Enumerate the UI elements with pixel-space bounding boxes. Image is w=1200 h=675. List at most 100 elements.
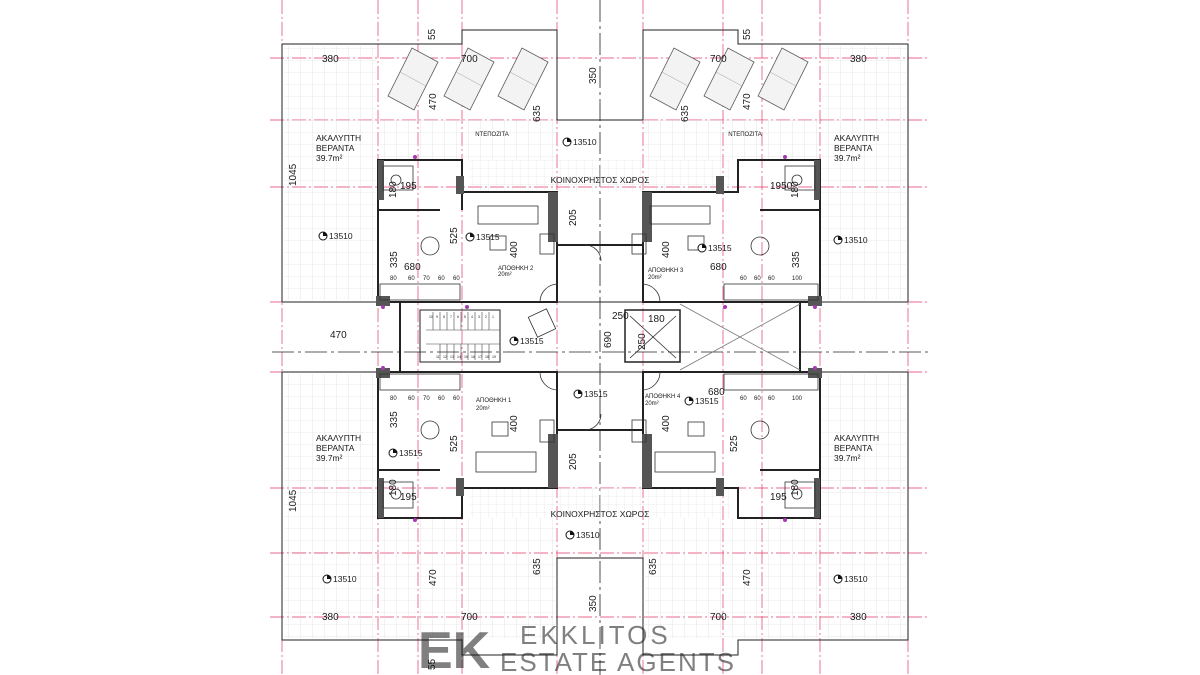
level-marker: 13515 bbox=[573, 389, 608, 399]
svg-text:EK: EK bbox=[418, 622, 491, 675]
svg-text:350: 350 bbox=[588, 595, 599, 612]
svg-text:195: 195 bbox=[400, 181, 417, 192]
svg-text:13510: 13510 bbox=[329, 231, 353, 241]
stair-number: 19 bbox=[492, 355, 496, 359]
stair-number: 4 bbox=[471, 315, 473, 319]
svg-text:680: 680 bbox=[404, 262, 421, 273]
svg-text:180: 180 bbox=[388, 181, 399, 198]
level-marker: 13510 bbox=[833, 235, 868, 245]
svg-text:700: 700 bbox=[710, 54, 727, 65]
veranda-tr-area: 39.7m² bbox=[834, 153, 861, 163]
svg-text:400: 400 bbox=[509, 241, 520, 258]
stair-number: 18 bbox=[485, 355, 489, 359]
level-marker: 13510 bbox=[322, 574, 357, 584]
wall-columns bbox=[376, 160, 822, 518]
svg-text:100: 100 bbox=[792, 396, 803, 402]
svg-text:1045: 1045 bbox=[288, 163, 299, 186]
veranda-tiles bbox=[284, 46, 906, 638]
stair-number: 6 bbox=[457, 315, 459, 319]
level-marker: 13515 bbox=[697, 243, 732, 253]
svg-text:400: 400 bbox=[661, 241, 672, 258]
svg-text:195: 195 bbox=[770, 492, 787, 503]
veranda-tl-line2: ΒΕΡΑΝΤΑ bbox=[316, 143, 355, 153]
svg-text:470: 470 bbox=[428, 569, 439, 586]
storage-2-area: 20m² bbox=[498, 272, 512, 278]
stair-number: 1 bbox=[492, 315, 494, 319]
svg-text:205: 205 bbox=[568, 453, 579, 470]
svg-text:60: 60 bbox=[408, 276, 415, 282]
level-marker: 13510 bbox=[565, 530, 600, 540]
common-area-label-top: ΚΟΙΝΟΧΡΗΣΤΟΣ ΧΩΡΟΣ bbox=[551, 175, 650, 185]
svg-text:13515: 13515 bbox=[476, 232, 500, 242]
dimension-labels: 380 380 700 700 380 380 700 700 470 250 … bbox=[322, 54, 867, 623]
svg-text:13510: 13510 bbox=[576, 530, 600, 540]
svg-text:180: 180 bbox=[790, 181, 801, 198]
svg-text:13515: 13515 bbox=[708, 243, 732, 253]
stair-number: 5 bbox=[464, 315, 466, 319]
vertical-dimension-labels: 55 55 55 350 350 470 470 470 470 635 635… bbox=[288, 28, 802, 670]
svg-text:60: 60 bbox=[768, 276, 775, 282]
svg-text:13510: 13510 bbox=[333, 574, 357, 584]
svg-text:205: 205 bbox=[568, 209, 579, 226]
storage-1-name: ΑΠΟΘΗΚΗ 1 bbox=[476, 398, 512, 404]
level-marker: 13510 bbox=[318, 231, 353, 241]
svg-text:13515: 13515 bbox=[695, 396, 719, 406]
svg-text:525: 525 bbox=[729, 435, 740, 452]
marker-dots bbox=[381, 155, 817, 522]
level-marker: 13515 bbox=[388, 448, 423, 458]
svg-text:250: 250 bbox=[612, 311, 629, 322]
svg-text:380: 380 bbox=[850, 54, 867, 65]
svg-text:470: 470 bbox=[330, 330, 347, 341]
level-marker: 13515 bbox=[465, 232, 500, 242]
svg-text:680: 680 bbox=[710, 262, 727, 273]
svg-text:700: 700 bbox=[710, 612, 727, 623]
svg-text:635: 635 bbox=[532, 558, 543, 575]
svg-text:55: 55 bbox=[427, 658, 438, 670]
level-marker: 13515 bbox=[684, 396, 719, 406]
veranda-tl-line1: ΑΚΑΛΥΠΤΗ bbox=[316, 133, 361, 143]
svg-text:180: 180 bbox=[790, 479, 801, 496]
apartment-walls bbox=[377, 159, 821, 519]
svg-text:EKKLITOS: EKKLITOS bbox=[520, 620, 671, 650]
ntepozita-label-left: ΝΤΕΠΟΖΙΤΑ bbox=[475, 132, 509, 138]
svg-text:635: 635 bbox=[648, 558, 659, 575]
stair-number: 13 bbox=[450, 355, 454, 359]
veranda-tr-line2: ΒΕΡΑΝΤΑ bbox=[834, 143, 873, 153]
svg-text:195: 195 bbox=[400, 492, 417, 503]
svg-text:180: 180 bbox=[388, 479, 399, 496]
svg-text:680: 680 bbox=[708, 387, 725, 398]
svg-text:335: 335 bbox=[389, 251, 400, 268]
svg-text:13515: 13515 bbox=[584, 389, 608, 399]
svg-text:380: 380 bbox=[322, 54, 339, 65]
svg-text:13510: 13510 bbox=[573, 137, 597, 147]
storage-3-area: 20m² bbox=[648, 275, 662, 281]
svg-text:13515: 13515 bbox=[399, 448, 423, 458]
svg-text:700: 700 bbox=[461, 54, 478, 65]
storage-labels: ΑΠΟΘΗΚΗ 2 20m² ΑΠΟΘΗΚΗ 3 20m² ΑΠΟΘΗΚΗ 1 … bbox=[476, 266, 684, 412]
svg-text:70: 70 bbox=[423, 276, 430, 282]
solar-panels bbox=[387, 47, 809, 111]
svg-text:60: 60 bbox=[453, 276, 460, 282]
svg-text:180: 180 bbox=[648, 314, 665, 325]
svg-text:60: 60 bbox=[768, 396, 775, 402]
veranda-br-line1: ΑΚΑΛΥΠΤΗ bbox=[834, 433, 879, 443]
svg-text:13515: 13515 bbox=[520, 336, 544, 346]
svg-text:60: 60 bbox=[754, 276, 761, 282]
storage-2-name: ΑΠΟΘΗΚΗ 2 bbox=[498, 266, 534, 272]
svg-text:525: 525 bbox=[449, 227, 460, 244]
svg-text:55: 55 bbox=[742, 28, 753, 40]
svg-text:60: 60 bbox=[754, 396, 761, 402]
veranda-bl-line2: ΒΕΡΑΝΤΑ bbox=[316, 443, 355, 453]
stair-number: 15 bbox=[464, 355, 468, 359]
svg-text:60: 60 bbox=[740, 276, 747, 282]
stair-number: 7 bbox=[450, 315, 452, 319]
level-marker: 13510 bbox=[833, 574, 868, 584]
svg-text:470: 470 bbox=[742, 93, 753, 110]
storage-3-name: ΑΠΟΘΗΚΗ 3 bbox=[648, 268, 684, 274]
level-marker: 13515 bbox=[509, 336, 544, 346]
svg-text:380: 380 bbox=[322, 612, 339, 623]
veranda-labels: ΑΚΑΛΥΠΤΗ ΒΕΡΑΝΤΑ 39.7m² ΑΚΑΛΥΠΤΗ ΒΕΡΑΝΤΑ… bbox=[316, 133, 879, 463]
stair-number: 3 bbox=[478, 315, 480, 319]
veranda-br-line2: ΒΕΡΑΝΤΑ bbox=[834, 443, 873, 453]
